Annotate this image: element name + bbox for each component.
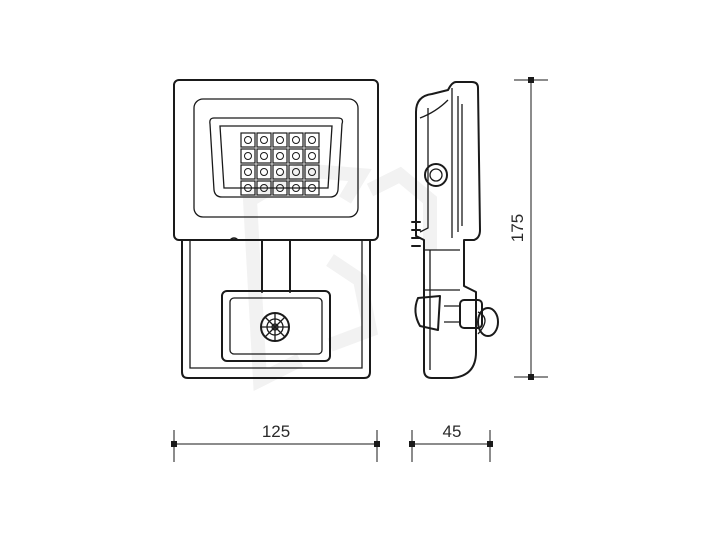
led-chip: [272, 132, 288, 148]
dimension-depth-label: 45: [443, 422, 462, 441]
led-chip: [240, 164, 256, 180]
led-lens: [244, 184, 252, 192]
led-lens: [276, 168, 284, 176]
led-chip: [256, 180, 272, 196]
led-chip: [304, 164, 320, 180]
led-lens: [244, 168, 252, 176]
led-chip: [256, 164, 272, 180]
led-lens: [260, 168, 268, 176]
led-lens: [308, 152, 316, 160]
led-chip: [256, 132, 272, 148]
led-lens: [244, 152, 252, 160]
led-lens: [308, 168, 316, 176]
bracket-neck: [261, 239, 291, 293]
watermark-logo: [242, 162, 437, 392]
sensor-housing: [221, 290, 331, 362]
led-chip: [240, 180, 256, 196]
led-lens: [292, 152, 300, 160]
led-chip: [256, 148, 272, 164]
adjustment-knob: [424, 163, 448, 187]
led-chip: [240, 132, 256, 148]
led-lens: [276, 184, 284, 192]
led-chip: [304, 180, 320, 196]
led-chip: [272, 164, 288, 180]
lamp-housing: [173, 79, 379, 241]
led-chip: [304, 132, 320, 148]
led-chip: [272, 148, 288, 164]
dimension-width-label: 125: [262, 422, 290, 441]
led-lens: [308, 184, 316, 192]
led-lens: [292, 168, 300, 176]
dimension-height-label: 175: [508, 214, 527, 242]
led-chip: [288, 164, 304, 180]
front-glass-frame: [193, 98, 359, 218]
pir-sensor-lens: [260, 312, 290, 342]
led-chip: [288, 148, 304, 164]
led-chip: [272, 180, 288, 196]
dimension-depth: 45: [409, 422, 493, 462]
led-lens: [260, 184, 268, 192]
led-chip: [288, 132, 304, 148]
mounting-bracket: [181, 239, 371, 379]
led-lens: [260, 152, 268, 160]
front-view: [173, 79, 379, 379]
led-chip: [240, 148, 256, 164]
side-view: [411, 81, 499, 379]
led-lens: [308, 136, 316, 144]
led-lens: [260, 136, 268, 144]
side-profile: [415, 81, 481, 379]
led-lens: [292, 184, 300, 192]
side-sensor: [414, 295, 499, 337]
led-lens: [244, 136, 252, 144]
led-lens: [276, 136, 284, 144]
dimension-width: 125: [171, 422, 380, 462]
led-chip: [288, 180, 304, 196]
dimension-height: 175: [508, 77, 548, 380]
led-chip: [304, 148, 320, 164]
reflector: [209, 117, 344, 198]
led-lens: [276, 152, 284, 160]
led-lens: [292, 136, 300, 144]
led-grid: [240, 132, 320, 196]
